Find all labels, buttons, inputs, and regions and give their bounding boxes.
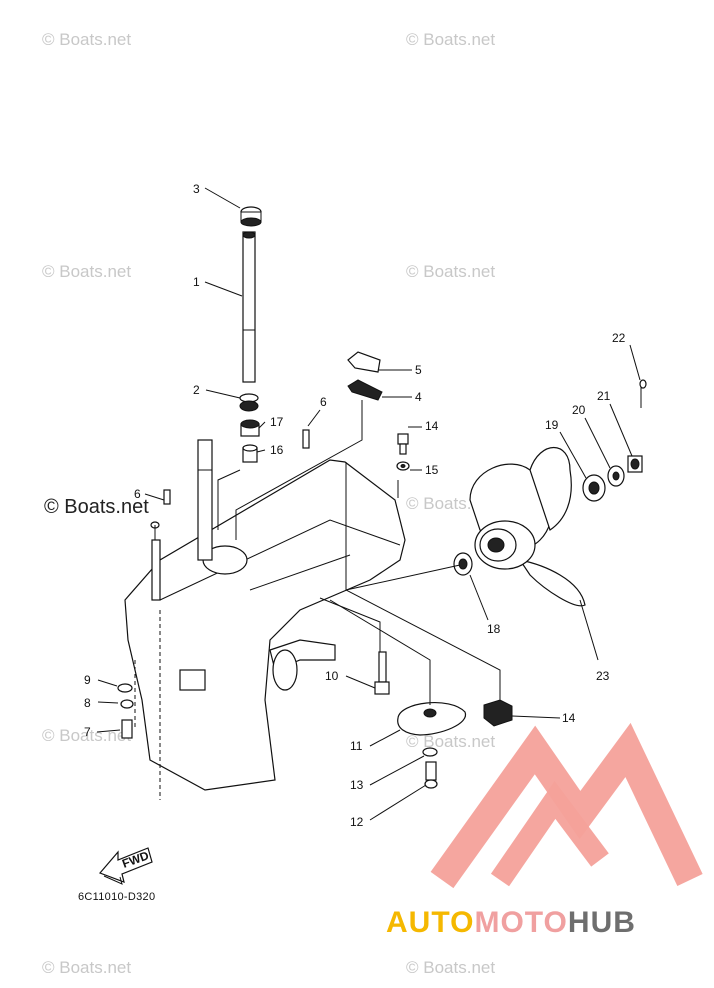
callout-13: 13 bbox=[350, 778, 364, 792]
diagram-code: 6C11010-D320 bbox=[78, 891, 156, 903]
callout-16: 15 bbox=[425, 463, 439, 477]
brand-part-2: MOTO bbox=[474, 906, 568, 939]
callout-10: 10 bbox=[325, 669, 339, 683]
callout-23: 22 bbox=[612, 331, 626, 345]
gear-case bbox=[124, 429, 406, 800]
leader-lines bbox=[96, 187, 641, 821]
callout-21: 20 bbox=[572, 403, 586, 417]
watermark: © Boats.net bbox=[42, 958, 132, 977]
callout-9: 9 bbox=[84, 673, 91, 687]
propeller bbox=[469, 446, 586, 607]
drive-shaft bbox=[239, 206, 262, 463]
callout-numbers: 3 1 2 17 16 5 4 6 14 15 6 9 8 7 10 11 13… bbox=[84, 182, 626, 829]
callout-5: 5 bbox=[415, 363, 422, 377]
prop-hardware bbox=[453, 379, 647, 576]
callout-24: 23 bbox=[596, 669, 610, 683]
main-watermark: © Boats.net bbox=[44, 496, 149, 518]
brand-part-3: HUB bbox=[567, 906, 636, 939]
callout-6a: 6 bbox=[320, 395, 327, 409]
watermark: © Boats.net bbox=[406, 958, 496, 977]
watermark: © Boats.net bbox=[406, 262, 496, 281]
grommets bbox=[347, 351, 383, 401]
callout-4: 4 bbox=[415, 390, 422, 404]
callout-3: 3 bbox=[193, 182, 200, 196]
callout-8: 8 bbox=[84, 696, 91, 710]
fwd-arrow: FWD bbox=[98, 847, 153, 885]
callout-19: 18 bbox=[487, 622, 501, 636]
callout-18: 17 bbox=[270, 415, 284, 429]
callout-14: 14 bbox=[562, 711, 576, 725]
callout-7: 7 bbox=[84, 725, 91, 739]
watermark: © Boats.net bbox=[406, 732, 496, 751]
lower-parts bbox=[117, 651, 513, 789]
watermark: © Boats.net bbox=[406, 30, 496, 49]
callout-17: 16 bbox=[270, 443, 284, 457]
brand-logo: AUTOMOTOHUB bbox=[386, 906, 636, 940]
callout-22: 21 bbox=[597, 389, 611, 403]
logo-mark bbox=[430, 722, 703, 889]
callout-6b: 6 bbox=[134, 487, 141, 501]
brand-part-1: AUTO bbox=[386, 906, 475, 939]
callout-12: 12 bbox=[350, 815, 364, 829]
callout-15: 14 bbox=[425, 419, 439, 433]
callout-11: 11 bbox=[350, 739, 363, 753]
callout-1: 1 bbox=[193, 275, 200, 289]
callout-20: 19 bbox=[545, 418, 559, 432]
callout-2: 2 bbox=[193, 383, 200, 397]
watermark: © Boats.net bbox=[42, 30, 132, 49]
watermark: © Boats.net bbox=[42, 262, 132, 281]
bolt-15 bbox=[396, 433, 410, 471]
